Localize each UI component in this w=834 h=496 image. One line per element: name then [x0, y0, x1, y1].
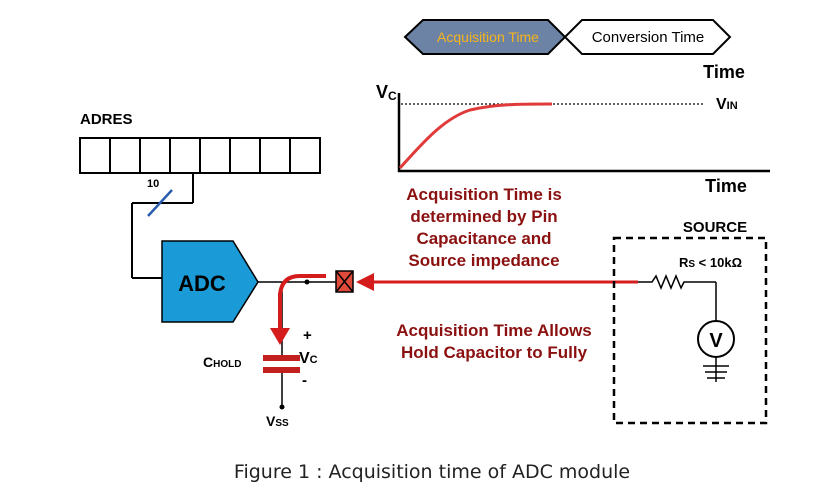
source-block: SOURCE RS < 10kΩ V	[612, 219, 768, 425]
bus-width-slash	[147, 189, 173, 217]
charge-flow-arrow	[278, 274, 326, 330]
conversion-time-label: Conversion Time	[592, 29, 705, 46]
cap-bottom-plate	[263, 367, 300, 373]
charge-flow-arrowhead	[270, 328, 290, 345]
source-title: SOURCE	[683, 219, 747, 236]
cap-voltage-label: VC	[299, 350, 318, 367]
vss-node	[279, 404, 285, 410]
register-cell	[169, 137, 201, 174]
voltmeter-symbol: V	[709, 330, 723, 352]
time-label-top: Time	[703, 62, 745, 82]
annotation-allows-line-2: Hold Capacitor to Fully	[401, 343, 588, 362]
register-cell	[109, 137, 141, 174]
cap-plus-label: +	[303, 327, 312, 344]
acquisition-time-label: Acquisition Time	[437, 29, 539, 45]
annotation-allows-line-1: Acquisition Time Allows	[396, 321, 592, 340]
register-cell	[229, 137, 261, 174]
input-pin	[335, 270, 354, 293]
source-dashed-box	[612, 236, 768, 425]
adc-body	[161, 240, 259, 323]
annotation-acq-determined: Acquisition Time is determined by Pin Ca…	[406, 185, 562, 270]
charge-curve-graph: VC VIN Time	[376, 82, 770, 196]
register-cell	[79, 137, 111, 174]
cap-minus-label: -	[302, 372, 307, 389]
register-cell	[289, 137, 321, 174]
source-current-arrow	[356, 273, 638, 291]
figure-caption: Figure 1 : Acquisition time of ADC modul…	[234, 461, 630, 483]
cap-name-label: CHOLD	[203, 354, 241, 370]
adres-title: ADRES	[80, 111, 133, 128]
register-cell	[259, 137, 291, 174]
annotation-acq-allows: Acquisition Time Allows Hold Capacitor t…	[396, 321, 592, 362]
annotation-determined-line-2: determined by Pin	[410, 207, 557, 226]
vss-label: VSS	[266, 413, 289, 429]
register-cells	[79, 137, 321, 174]
hold-capacitor-circuit: CHOLD + - VC VSS	[203, 274, 336, 429]
graph-x-label: Time	[705, 176, 747, 196]
register-cell	[139, 137, 171, 174]
bus-width-label: 10	[147, 178, 159, 190]
graph-asymptote-label: VIN	[716, 96, 738, 113]
node-dot	[304, 279, 310, 285]
adc-block: ADC	[161, 240, 259, 323]
pin-x-2	[335, 270, 354, 293]
source-resistor-label: RS < 10kΩ	[679, 255, 742, 270]
conversion-time-segment	[563, 19, 732, 55]
resistor-zigzag	[638, 274, 716, 290]
cap-top-plate	[263, 355, 300, 361]
register-cell	[199, 137, 231, 174]
annotation-determined-line-4: Source impedance	[408, 251, 559, 270]
annotation-determined-line-1: Acquisition Time is	[406, 185, 562, 204]
timing-bar: Acquisition Time Conversion Time Time	[403, 19, 745, 82]
adc-label: ADC	[178, 271, 226, 296]
adres-register: ADRES 10	[79, 111, 321, 279]
graph-y-label: VC	[376, 82, 397, 103]
charging-curve	[398, 102, 553, 169]
source-arrowhead	[356, 273, 374, 291]
annotation-determined-line-3: Capacitance and	[416, 229, 551, 248]
